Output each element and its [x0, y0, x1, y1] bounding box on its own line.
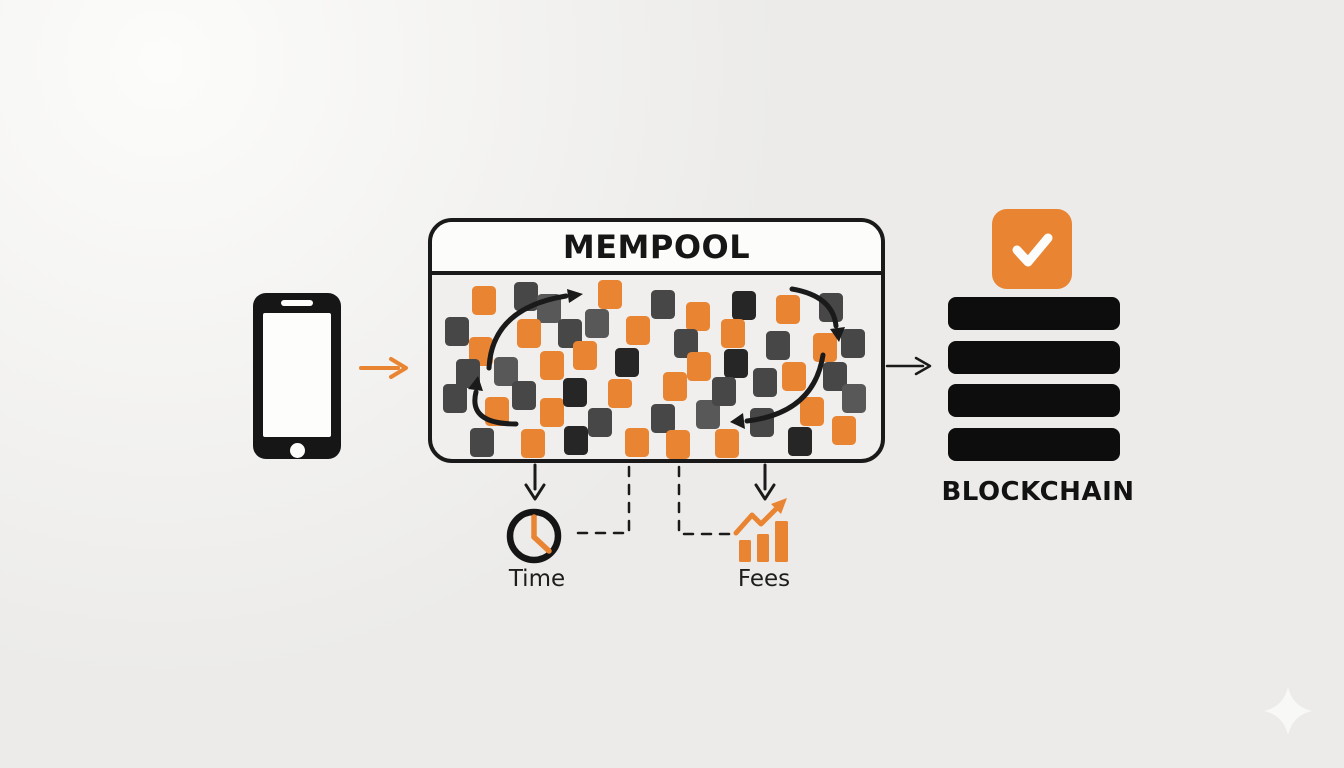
- mempool-to-blockchain-arrow: [885, 356, 932, 376]
- mempool-square: [831, 416, 856, 445]
- checkmark-icon: [992, 209, 1072, 289]
- mempool-square: [650, 404, 675, 433]
- mempool-header: MEMPOOL: [432, 222, 881, 275]
- mempool-square: [572, 341, 597, 370]
- phone-screen: [263, 313, 331, 437]
- mempool-square: [665, 430, 690, 459]
- mempool-square: [511, 381, 536, 410]
- mempool-square: [775, 295, 800, 324]
- blockchain-block: [948, 384, 1120, 417]
- mempool-square: [720, 319, 745, 348]
- mempool-square: [539, 398, 564, 427]
- mempool-square: [752, 368, 777, 397]
- mempool-to-time-arrow: [524, 463, 546, 501]
- clock-icon: [506, 508, 562, 564]
- mempool-square: [685, 302, 710, 331]
- dashed-connector-time: [575, 465, 631, 535]
- smartphone-icon: [253, 293, 341, 459]
- mempool-square: [818, 293, 843, 322]
- dashed-connector-fees: [677, 465, 738, 536]
- mempool-to-fees-arrow: [754, 463, 776, 501]
- mempool-square: [787, 427, 812, 456]
- mempool-transactions: [432, 222, 881, 459]
- mempool-square: [484, 397, 509, 426]
- phone-speaker: [281, 300, 313, 306]
- bar-chart-rising-icon: [733, 498, 788, 562]
- mempool-square: [539, 351, 564, 380]
- mempool-square: [536, 294, 561, 323]
- mempool-square: [516, 319, 541, 348]
- mempool-square: [765, 331, 790, 360]
- mempool-square: [714, 429, 739, 458]
- mempool-square: [624, 428, 649, 457]
- mempool-square: [625, 316, 650, 345]
- blockchain-block: [948, 297, 1120, 330]
- mempool-square: [799, 397, 824, 426]
- mempool-square: [469, 428, 494, 457]
- mempool-square: [749, 408, 774, 437]
- mempool-square: [471, 286, 496, 315]
- mempool-square: [686, 352, 711, 381]
- phone-to-mempool-arrow: [359, 357, 408, 379]
- mempool-square: [587, 408, 612, 437]
- mempool-square: [711, 377, 736, 406]
- mempool-square: [840, 329, 865, 358]
- mempool-square: [781, 362, 806, 391]
- phone-home-button: [290, 443, 305, 458]
- mempool-square: [563, 426, 588, 455]
- mempool-square: [731, 291, 756, 320]
- sparkle-icon: [1264, 687, 1312, 735]
- mempool-square: [614, 348, 639, 377]
- mempool-square: [662, 372, 687, 401]
- mempool-title: MEMPOOL: [562, 227, 751, 266]
- mempool-square: [841, 384, 866, 413]
- blockchain-block: [948, 340, 1120, 374]
- mempool-panel: MEMPOOL: [428, 218, 885, 463]
- check-glyph: [1012, 233, 1053, 267]
- blockchain-label: BLOCKCHAIN: [941, 477, 1135, 507]
- blockchain-block: [948, 427, 1120, 461]
- mempool-square: [650, 290, 675, 319]
- mempool-square: [584, 309, 609, 338]
- fees-label: Fees: [737, 566, 791, 592]
- mempool-square: [597, 280, 622, 309]
- time-label: Time: [508, 566, 566, 592]
- mempool-square: [513, 282, 538, 311]
- mempool-square: [562, 378, 587, 407]
- mempool-square: [442, 384, 467, 413]
- mempool-square: [520, 429, 545, 458]
- mempool-square: [723, 349, 748, 378]
- mempool-square: [812, 333, 837, 362]
- mempool-square: [444, 317, 469, 346]
- mempool-square: [607, 379, 632, 408]
